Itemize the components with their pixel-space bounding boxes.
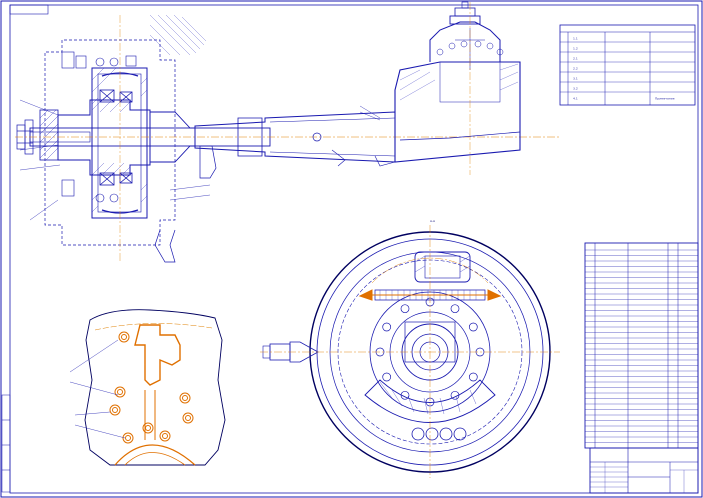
brake-view-centerlines xyxy=(260,225,560,478)
top-left-stamp xyxy=(9,4,49,15)
table-row-code: 3.1 xyxy=(573,77,578,81)
section-label: A-A xyxy=(430,219,436,223)
table-row-code: 4.1 xyxy=(573,97,578,101)
table-row-code: 2.1 xyxy=(573,57,578,61)
table-row-code: 1.1 xyxy=(573,37,578,41)
bolt-hole xyxy=(400,304,410,314)
bolt-hole xyxy=(382,372,392,382)
bolt-hole xyxy=(450,304,460,314)
table-footer: Примечание xyxy=(655,97,675,101)
hub-section-view xyxy=(16,14,271,263)
table-row-code: 1.2 xyxy=(573,47,578,51)
table-row-code: 3.2 xyxy=(573,87,578,91)
bill-of-materials xyxy=(584,242,699,449)
spec-table: 1.1 1.2 2.1 2.2 3.1 3.2 4.1 Примечание xyxy=(559,24,696,106)
brake-view-orange-highlights xyxy=(358,289,502,301)
bolt-detail-view xyxy=(69,309,226,466)
bolt-hole xyxy=(468,372,478,382)
differential-housing-view xyxy=(374,1,521,167)
title-block xyxy=(589,447,699,494)
left-binding-strip xyxy=(1,394,11,493)
axle-housing-tube xyxy=(194,105,396,179)
bolt-hole xyxy=(382,322,392,332)
bolt-hole xyxy=(468,322,478,332)
table-row-code: 2.2 xyxy=(573,67,578,71)
